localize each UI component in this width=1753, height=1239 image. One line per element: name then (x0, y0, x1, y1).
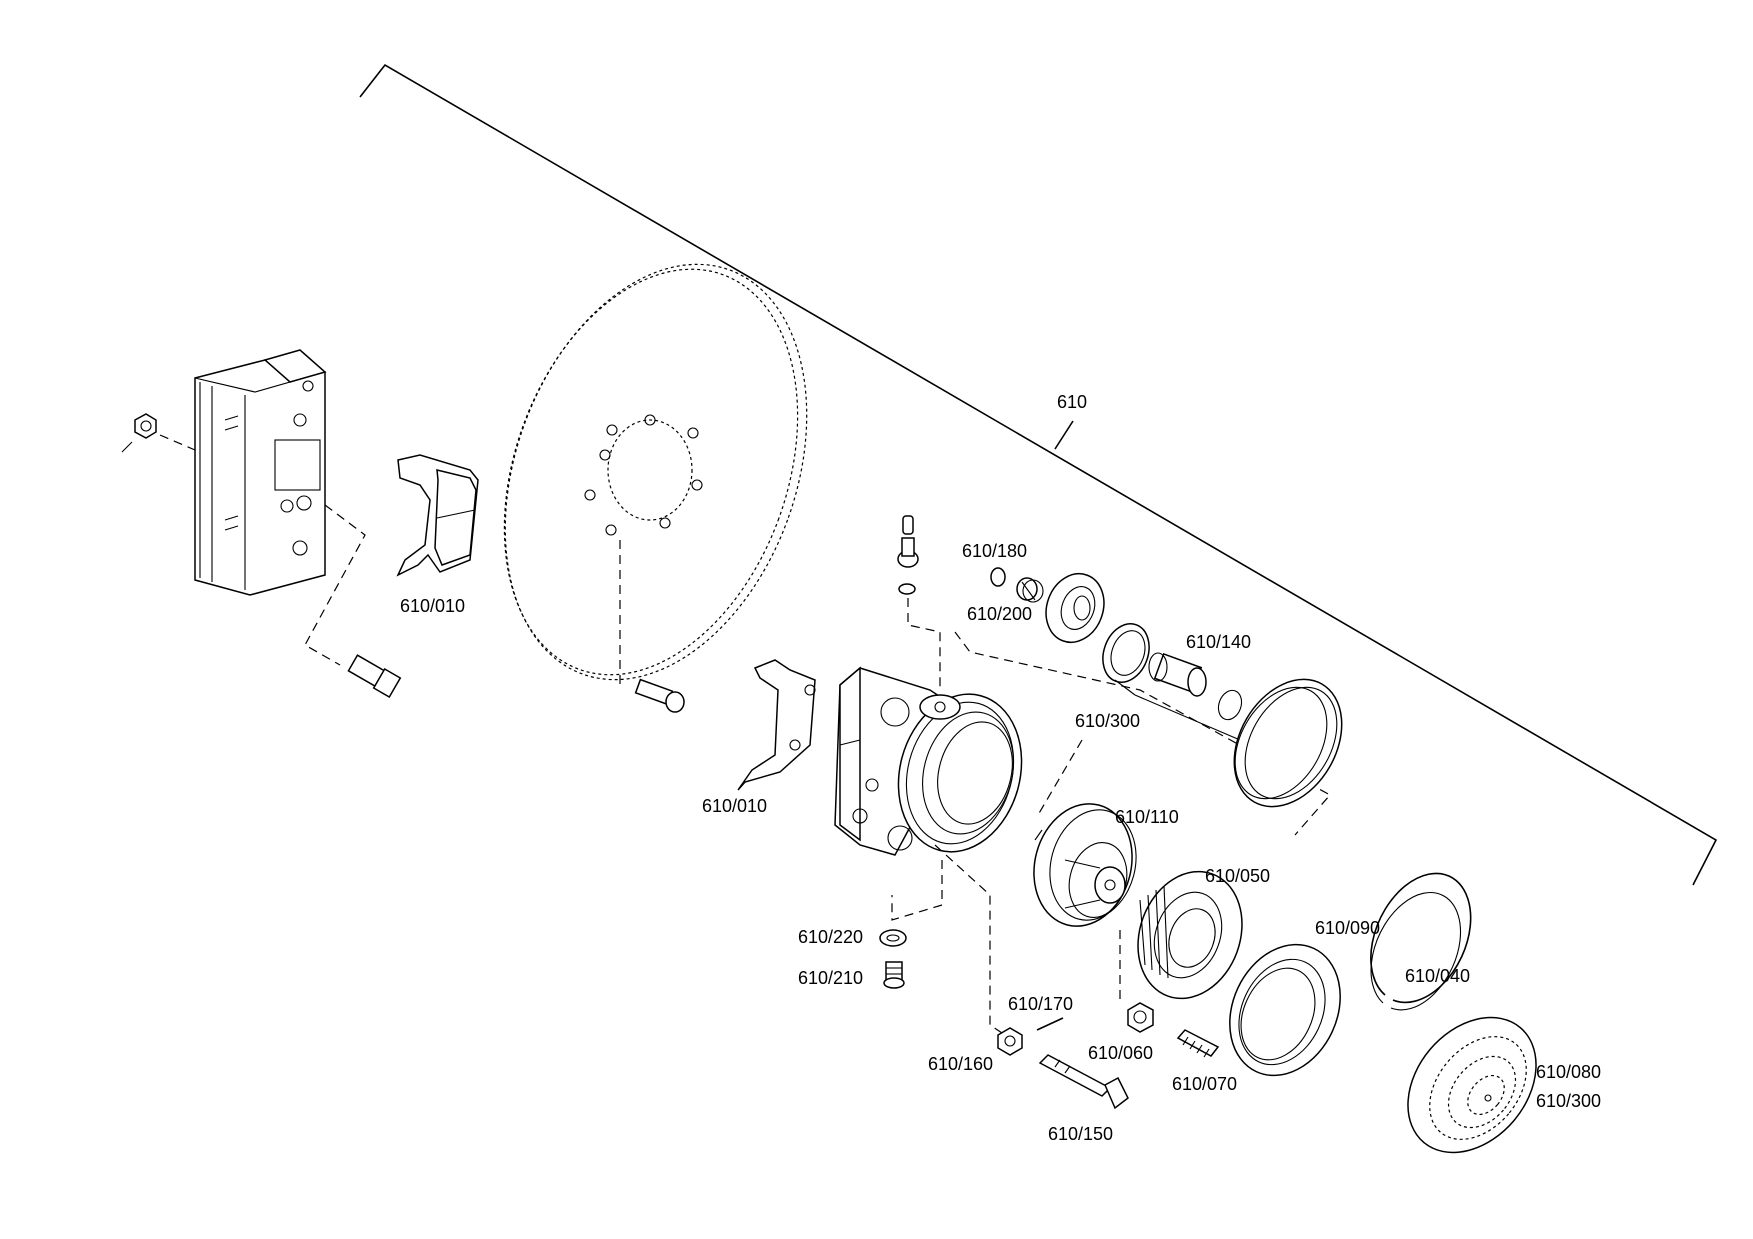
leader-220 (891, 860, 943, 921)
dust-seal (1045, 572, 1105, 644)
part-610-220 (879, 929, 907, 947)
leader-caliper-bolt (304, 504, 366, 666)
label-610-150: 610/150 (1048, 1124, 1113, 1144)
part-610-160 (997, 1027, 1023, 1056)
brake-pad-left (396, 454, 479, 577)
o-ring-small (1217, 689, 1243, 721)
part-610-200 (1016, 577, 1044, 603)
assembly-bracket (359, 63, 1718, 886)
label-610-300-top: 610/300 (1075, 711, 1140, 731)
part-610-170 (1036, 1017, 1064, 1031)
label-610-160: 610/160 (928, 1054, 993, 1074)
caliper-housing-left (194, 349, 327, 596)
label-610-220: 610/220 (798, 927, 863, 947)
label-610-170: 610/170 (1008, 994, 1073, 1014)
part-610-180 (990, 567, 1006, 587)
part-610-210 (883, 961, 905, 989)
seal-ring-large (1233, 678, 1343, 808)
label-610-040: 610/040 (1405, 966, 1470, 986)
label-610-300-bottom: 610/300 (1536, 1091, 1601, 1111)
label-610-050: 610/050 (1205, 866, 1270, 886)
o-ring-large (1102, 623, 1241, 741)
part-610-060 (1127, 1002, 1154, 1033)
piston (1033, 803, 1137, 927)
label-610-070: 610/070 (1172, 1074, 1237, 1094)
label-610-140: 610/140 (1186, 632, 1251, 652)
brake-pad-right (737, 659, 816, 791)
part-610-150 (1038, 1054, 1129, 1110)
label-610-080: 610/080 (1536, 1062, 1601, 1082)
ring-610-090 (1229, 943, 1341, 1077)
bolt-left (347, 654, 402, 699)
nut-left (121, 413, 196, 453)
leader-piston-tick (1034, 829, 1043, 841)
part-610-070 (1176, 1029, 1220, 1058)
disc-bolt (634, 678, 685, 713)
threaded-adjuster (1137, 870, 1243, 1000)
caliper-body (834, 666, 1023, 856)
label-610-090: 610/090 (1315, 918, 1380, 938)
cover-cap (1407, 1016, 1537, 1154)
label-610-110: 610/110 (1115, 807, 1179, 827)
label-pad-right: 610/010 (702, 796, 767, 816)
label-610-180: 610/180 (962, 541, 1027, 561)
bleeder-screw (897, 515, 941, 690)
label-610-210: 610/210 (798, 968, 863, 988)
leader-piston (1037, 739, 1083, 816)
brake-disc (503, 263, 808, 690)
leader-160 (934, 844, 1006, 1036)
label-610-200: 610/200 (967, 604, 1032, 624)
part-610-140 (1148, 652, 1207, 697)
circlip (1370, 872, 1472, 1011)
label-pad-left: 610/010 (400, 596, 465, 616)
leader-seal-300 (954, 631, 1331, 836)
label-610: 610 (1057, 392, 1087, 412)
label-610-060: 610/060 (1088, 1043, 1153, 1063)
